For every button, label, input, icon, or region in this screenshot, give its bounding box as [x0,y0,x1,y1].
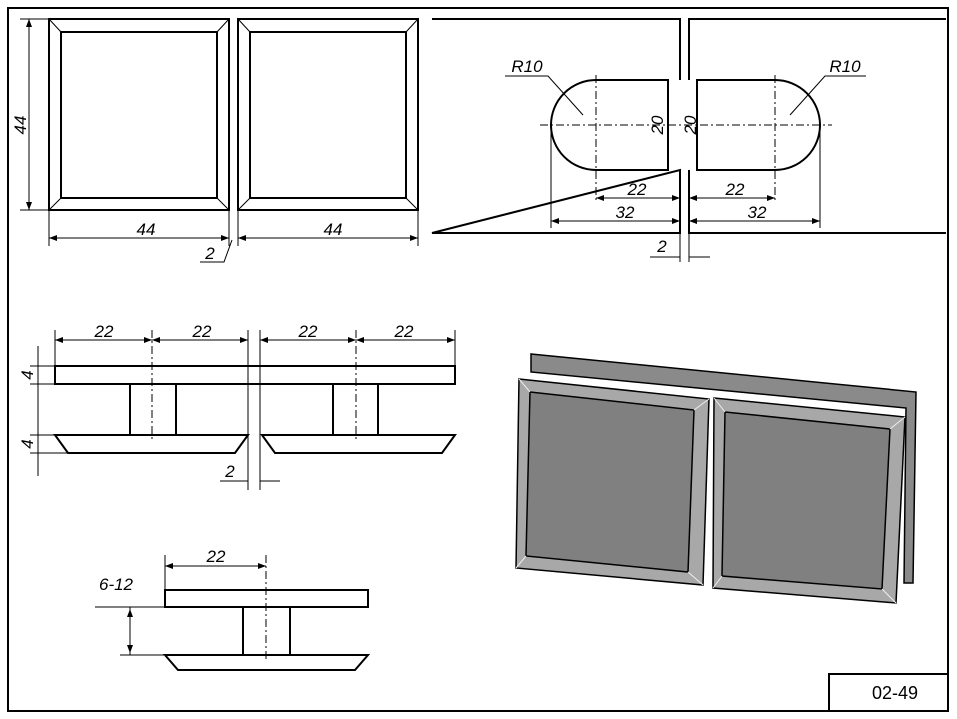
isometric-view [515,353,917,604]
drawing-frame [7,7,949,712]
glass-range-label: 6-12 [99,575,134,594]
bottom-thickness-label: 4 [18,439,37,448]
drawing-code: 02-49 [872,683,918,703]
end-view: 22 6-12 [95,547,371,671]
height-right-label: 20 [681,115,700,135]
height-left-label: 20 [648,115,667,135]
title-block: 02-49 [828,673,949,712]
side-view: 22 22 22 22 4 4 2 [18,322,457,490]
segment-2-label: 22 [192,322,212,341]
inner-left-label: 22 [627,180,647,199]
top-thickness-label: 4 [18,370,37,379]
hole-gap-label: 2 [656,237,667,256]
inner-right-label: 22 [725,180,745,199]
hole-view: R10 R10 20 20 22 22 32 32 2 [431,18,946,262]
outer-left-label: 32 [616,203,635,222]
segment-4-label: 22 [394,322,414,341]
front-view: 44 44 44 2 [11,18,419,263]
segment-1-label: 22 [94,322,114,341]
radius-right-label: R10 [829,57,861,76]
front-gap-label: 2 [204,244,215,263]
radius-left-label: R10 [511,57,543,76]
segment-3-label: 22 [298,322,318,341]
front-width-right-label: 44 [324,220,343,239]
front-width-left-label: 44 [137,220,156,239]
front-height-label: 44 [11,116,30,135]
end-width-label: 22 [206,547,226,566]
side-gap-label: 2 [224,462,235,481]
outer-right-label: 32 [748,203,767,222]
